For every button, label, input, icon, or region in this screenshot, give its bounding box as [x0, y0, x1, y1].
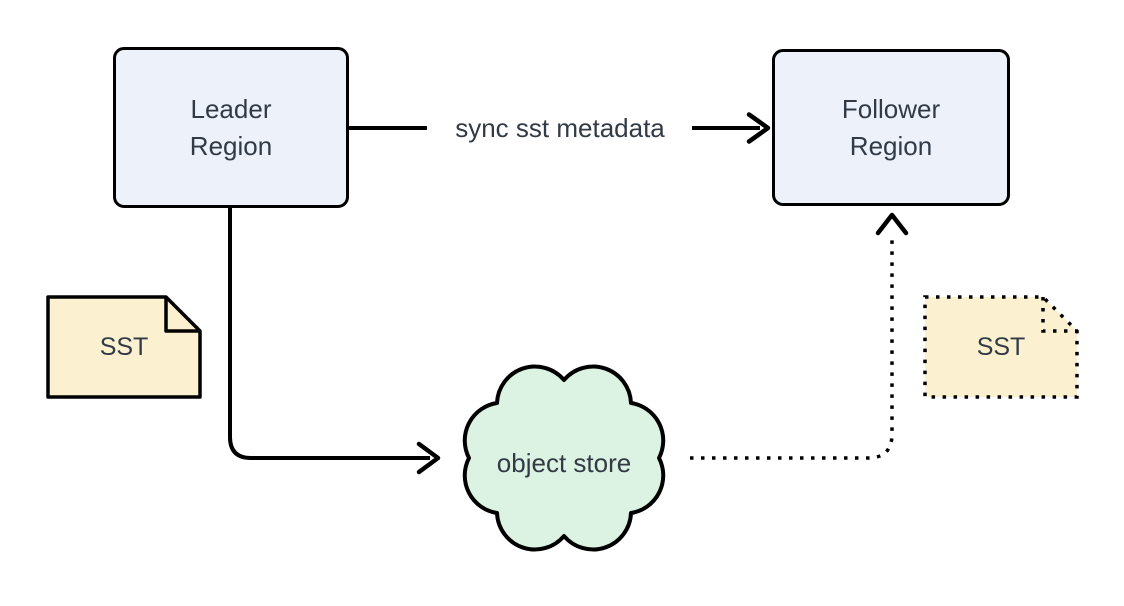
sst-file-fold-icon — [164, 297, 200, 333]
follower-region-node: Follower Region — [772, 49, 1010, 206]
leader-to-store-edge — [228, 208, 430, 460]
follower-region-label-line2: Region — [849, 130, 933, 161]
store-to-follower-arrowhead-icon — [875, 212, 909, 236]
sst-replica-file-label: SST — [976, 332, 1026, 361]
leader-to-store-arrowhead-icon — [416, 441, 441, 475]
leader-region-node: Leader Region — [113, 47, 349, 208]
sst-replica-file-shape — [923, 295, 1079, 399]
object-store-cloud-shape — [462, 364, 666, 552]
sync-edge-arrowhead-icon — [746, 112, 771, 144]
sst-file-label: SST — [99, 332, 149, 361]
leader-region-label-line2: Region — [189, 130, 273, 161]
object-store-label: object store — [496, 447, 632, 478]
sst-replica-file-fold-icon — [1041, 297, 1077, 333]
store-to-follower-edge — [690, 233, 894, 460]
sst-file-shape — [46, 295, 202, 399]
follower-region-label-line1: Follower — [841, 93, 941, 124]
sync-edge-label: sync sst metadata — [429, 110, 691, 146]
leader-region-label-line1: Leader — [190, 93, 272, 124]
